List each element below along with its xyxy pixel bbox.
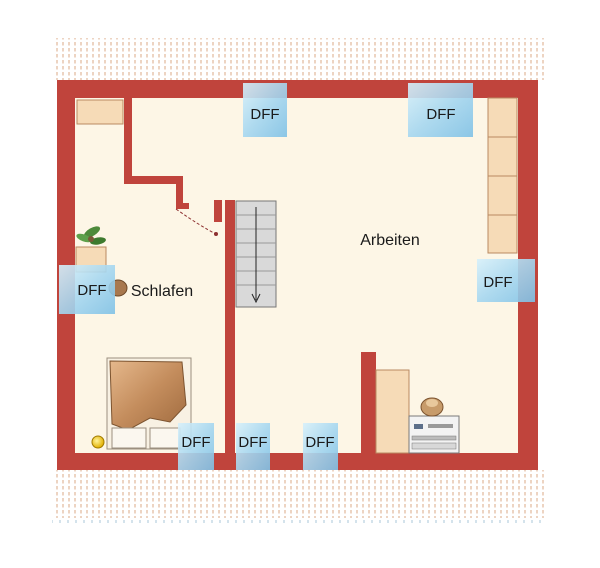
skylight-label: DFF bbox=[181, 434, 210, 451]
room-label-sleep: Schlafen bbox=[131, 283, 193, 300]
lamp-icon bbox=[91, 435, 105, 449]
cabinet bbox=[76, 99, 124, 125]
plant-icon bbox=[76, 226, 106, 245]
skylight-left: DFF bbox=[59, 265, 115, 314]
skylight-bottom-1: DFF bbox=[178, 423, 214, 470]
roof-overhang-bottom bbox=[52, 470, 546, 526]
wardrobe bbox=[487, 97, 518, 254]
roof-edge-bottom bbox=[52, 518, 546, 526]
skylight-label: DFF bbox=[238, 434, 267, 451]
skylight-label: DFF bbox=[77, 282, 106, 299]
interior-walls bbox=[124, 98, 376, 453]
skylight-label: DFF bbox=[305, 434, 334, 451]
skylight-top-2: DFF bbox=[408, 83, 473, 137]
skylight-bottom-3: DFF bbox=[303, 423, 338, 470]
skylight-label: DFF bbox=[483, 274, 512, 291]
skylight-label: DFF bbox=[250, 106, 279, 123]
roof-overhang-top bbox=[52, 38, 546, 80]
bed-icon bbox=[106, 357, 192, 450]
room-label-work: Arbeiten bbox=[360, 232, 420, 249]
staircase bbox=[235, 200, 277, 308]
door-swing-icon bbox=[175, 208, 218, 236]
skylight-top-1: DFF bbox=[243, 83, 287, 137]
stairs-arrow-icon bbox=[251, 207, 261, 304]
skylight-label: DFF bbox=[426, 106, 455, 123]
skylight-right: DFF bbox=[477, 259, 535, 302]
skylight-bottom-2: DFF bbox=[236, 423, 270, 470]
desk-icon bbox=[375, 369, 460, 454]
